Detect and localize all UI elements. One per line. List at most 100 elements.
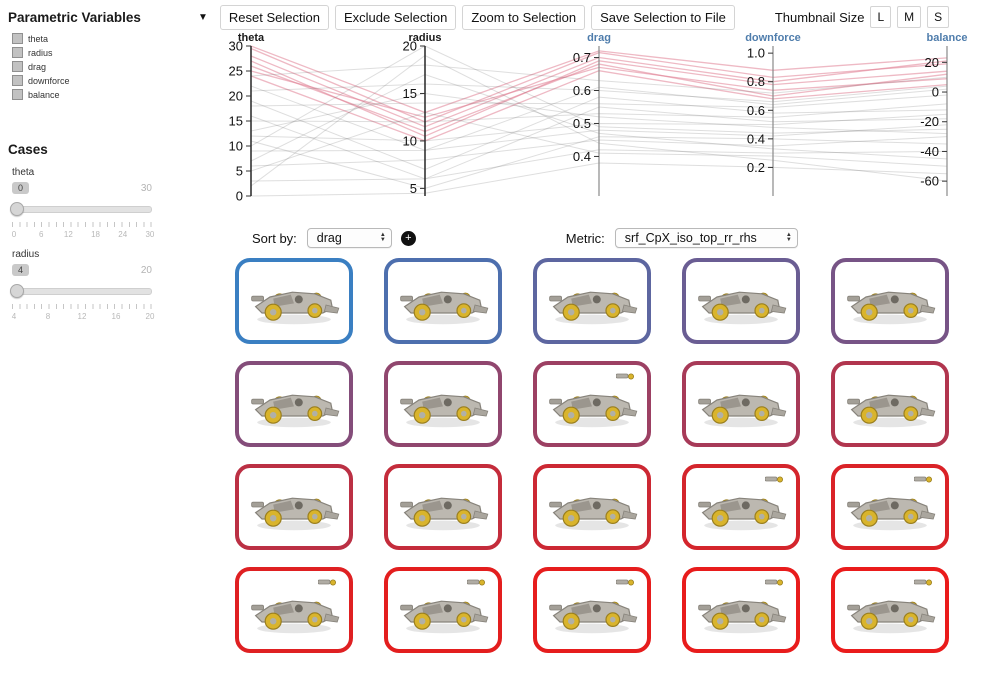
radius-range-slider[interactable]: [10, 284, 152, 298]
variable-item-theta[interactable]: theta: [12, 33, 195, 44]
case-thumbnail[interactable]: [235, 361, 353, 447]
slider-track[interactable]: [12, 206, 152, 213]
slider-label: radius: [12, 249, 40, 260]
tick-label: 4: [11, 312, 17, 321]
car-image: [246, 272, 342, 330]
thumbnail-size-small-button[interactable]: S: [927, 6, 950, 28]
thumbnail-size-medium-button[interactable]: M: [897, 6, 922, 28]
svg-text:20: 20: [229, 89, 243, 104]
svg-text:balance: balance: [927, 32, 968, 44]
sidebar: Parametric Variables theta radius drag d…: [0, 0, 195, 676]
controls-row: Sort by: drag ▲▼ + Metric: srf_CpX_iso_t…: [252, 225, 978, 251]
case-thumbnail[interactable]: [682, 567, 800, 653]
car-image: [246, 375, 342, 433]
thumbnail-size-large-button[interactable]: L: [870, 6, 892, 28]
svg-text:0: 0: [932, 85, 939, 100]
tick-label: 0: [11, 230, 17, 239]
detached-part-image: [765, 475, 783, 484]
exclude-selection-button[interactable]: Exclude Selection: [334, 4, 457, 30]
svg-text:0.5: 0.5: [573, 116, 591, 131]
svg-text:20: 20: [403, 39, 417, 54]
thumbnail-grid: [235, 258, 949, 653]
slider-track[interactable]: [12, 288, 152, 295]
pcp-canvas[interactable]: theta051015202530radius5101520drag0.40.5…: [228, 32, 978, 216]
parametric-variables-title: Parametric Variables: [8, 10, 141, 25]
case-thumbnail[interactable]: [384, 464, 502, 550]
case-thumbnail[interactable]: [682, 361, 800, 447]
variable-list: theta radius drag downforce balance: [12, 33, 195, 100]
checkbox-icon[interactable]: [12, 89, 23, 100]
variable-item-radius[interactable]: radius: [12, 47, 195, 58]
case-thumbnail[interactable]: [235, 258, 353, 344]
checkbox-icon[interactable]: [12, 33, 23, 44]
tick-label: 30: [145, 230, 155, 239]
case-thumbnail[interactable]: [831, 464, 949, 550]
case-thumbnail[interactable]: [235, 464, 353, 550]
car-image: [842, 581, 938, 639]
metric-select[interactable]: srf_CpX_iso_top_rr_rhs ▲▼: [614, 228, 798, 248]
case-thumbnail[interactable]: [384, 361, 502, 447]
detached-part-image: [616, 578, 634, 587]
tick-label: 18: [91, 230, 101, 239]
case-thumbnail[interactable]: [682, 464, 800, 550]
cases-title: Cases: [8, 142, 48, 157]
variable-item-balance[interactable]: balance: [12, 89, 195, 100]
case-thumbnail[interactable]: [682, 258, 800, 344]
svg-text:10: 10: [403, 133, 417, 148]
slider-handle[interactable]: [10, 284, 24, 298]
car-image: [842, 375, 938, 433]
svg-text:0.6: 0.6: [747, 103, 765, 118]
car-image: [693, 581, 789, 639]
svg-text:theta: theta: [238, 32, 265, 44]
case-thumbnail[interactable]: [831, 258, 949, 344]
car-image: [693, 478, 789, 536]
case-thumbnail[interactable]: [384, 567, 502, 653]
case-thumbnail[interactable]: [235, 567, 353, 653]
slider-tick-labels: 4 8 12 16 20: [9, 312, 155, 321]
case-thumbnail[interactable]: [533, 464, 651, 550]
slider-handle[interactable]: [10, 202, 24, 216]
dropdown-caret-icon[interactable]: ▼: [192, 10, 214, 25]
case-thumbnail[interactable]: [533, 567, 651, 653]
svg-text:0.4: 0.4: [573, 149, 591, 164]
sort-by-value: drag: [316, 231, 342, 245]
case-thumbnail[interactable]: [831, 361, 949, 447]
sort-by-label: Sort by:: [252, 230, 297, 246]
svg-text:25: 25: [229, 64, 243, 79]
slider-tick-ruler: [12, 304, 152, 309]
svg-text:radius: radius: [408, 32, 441, 44]
car-image: [544, 375, 640, 433]
detached-part-image: [914, 475, 932, 484]
slider-tick-labels: 0 6 12 18 24 30: [9, 230, 155, 239]
car-image: [842, 478, 938, 536]
case-thumbnail[interactable]: [533, 361, 651, 447]
theta-range-slider[interactable]: [10, 202, 152, 216]
tick-label: 16: [111, 312, 121, 321]
checkbox-icon[interactable]: [12, 61, 23, 72]
case-thumbnail[interactable]: [533, 258, 651, 344]
checkbox-icon[interactable]: [12, 47, 23, 58]
tick-label: 20: [145, 312, 155, 321]
case-thumbnail[interactable]: [831, 567, 949, 653]
svg-text:15: 15: [403, 86, 417, 101]
variable-item-downforce[interactable]: downforce: [12, 75, 195, 86]
sort-direction-button[interactable]: +: [400, 230, 416, 246]
sort-by-select[interactable]: drag ▲▼: [306, 228, 392, 248]
variable-item-drag[interactable]: drag: [12, 61, 195, 72]
metric-label: Metric:: [565, 230, 605, 246]
detached-part-image: [914, 578, 932, 587]
zoom-to-selection-button[interactable]: Zoom to Selection: [462, 4, 586, 30]
save-selection-button[interactable]: Save Selection to File: [591, 4, 735, 30]
car-image: [395, 375, 491, 433]
svg-text:10: 10: [229, 139, 243, 154]
reset-selection-button[interactable]: Reset Selection: [219, 4, 329, 30]
car-image: [842, 272, 938, 330]
svg-text:5: 5: [410, 181, 417, 196]
svg-text:-40: -40: [920, 144, 939, 159]
car-image: [544, 478, 640, 536]
svg-text:drag: drag: [587, 32, 611, 44]
checkbox-icon[interactable]: [12, 75, 23, 86]
case-thumbnail[interactable]: [384, 258, 502, 344]
slider-max-label: 30: [140, 182, 152, 194]
